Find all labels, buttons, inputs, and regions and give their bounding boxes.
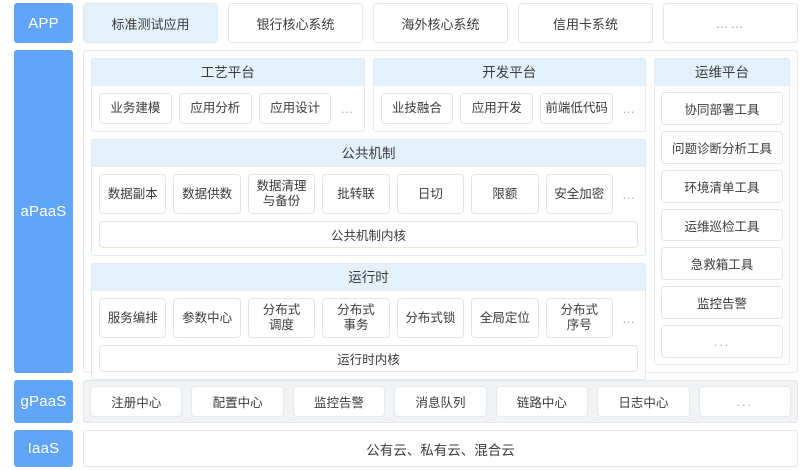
panel-title-dev-platform: 开发平台 (373, 59, 645, 86)
chip-day-cutover[interactable]: 日切 (396, 174, 465, 214)
chip-data-supply[interactable]: 数据供数 (173, 174, 241, 214)
panel-process-platform: 工艺平台 业务建模 应用分析 应用设计 … (91, 58, 365, 132)
chip-first-aid-kit-tool[interactable]: 急救箱工具 (661, 247, 783, 281)
chip-row-process-platform: 业务建模 应用分析 应用设计 … (99, 93, 357, 124)
chip-data-cleanup-backup[interactable]: 数据清理 与备份 (247, 174, 316, 214)
chip-service-orchestration[interactable]: 服务编排 (99, 298, 167, 338)
chip-ops-more[interactable]: ... (661, 325, 783, 359)
chip-global-positioning[interactable]: 全局定位 (471, 298, 539, 338)
gpaas-content-container: 注册中心 配置中心 监控告警 消息队列 链路中心 日志中心 ... (83, 380, 798, 423)
iaas-tier-row: IaaS 公有云、私有云、混合云 (14, 430, 798, 467)
panel-body-ops-platform: 协同部署工具 问题诊断分析工具 环境清单工具 运维巡检工具 急救箱工具 监控告警… (655, 86, 789, 364)
more-dots-icon-common-mechanism[interactable]: … (621, 186, 636, 202)
kernel-bar-runtime[interactable]: 运行时内核 (99, 345, 638, 372)
chip-row-dev-platform: 业技融合 应用开发 前端低代码 … (380, 93, 639, 124)
gpaas-tier-row: gPaaS 注册中心 配置中心 监控告警 消息队列 链路中心 日志中心 ... (14, 380, 798, 423)
chip-batch-transfer[interactable]: 批转联 (322, 174, 390, 214)
panel-title-runtime: 运行时 (92, 264, 645, 291)
kernel-bar-common-mechanism[interactable]: 公共机制内核 (99, 221, 638, 248)
chip-data-replica[interactable]: 数据副本 (99, 174, 167, 214)
chip-message-queue[interactable]: 消息队列 (394, 386, 487, 417)
panel-body-runtime: 服务编排 参数中心 分布式 调度 分布式 事务 分布式锁 全局定位 分布式 序号… (92, 291, 645, 379)
iaas-content-container: 公有云、私有云、混合云 (83, 430, 798, 467)
more-dots-icon-dev-platform[interactable]: … (621, 101, 636, 116)
chip-distributed-sequence[interactable]: 分布式 序号 (545, 298, 613, 338)
chip-business-modeling[interactable]: 业务建模 (99, 93, 172, 124)
apaas-main-column: 工艺平台 业务建模 应用分析 应用设计 … 开发平台 (91, 58, 646, 380)
chip-environment-inventory-tool[interactable]: 环境清单工具 (661, 169, 783, 203)
app-card-overseas-core[interactable]: 海外核心系统 (373, 3, 508, 43)
chip-application-development[interactable]: 应用开发 (460, 93, 534, 124)
chip-business-tech-integration[interactable]: 业技融合 (380, 93, 454, 124)
panel-ops-platform: 运维平台 协同部署工具 问题诊断分析工具 环境清单工具 运维巡检工具 急救箱工具… (654, 58, 790, 365)
chip-security-encryption[interactable]: 安全加密 (545, 174, 613, 214)
chip-application-analysis[interactable]: 应用分析 (178, 93, 252, 124)
chip-trace-center[interactable]: 链路中心 (495, 386, 589, 417)
chip-parameter-center[interactable]: 参数中心 (173, 298, 241, 338)
panel-dev-platform: 开发平台 业技融合 应用开发 前端低代码 … (372, 58, 646, 132)
chip-frontend-low-code[interactable]: 前端低代码 (540, 93, 613, 124)
app-card-credit-card[interactable]: 信用卡系统 (518, 3, 653, 43)
chip-registry-center[interactable]: 注册中心 (90, 386, 183, 417)
app-tier-row: APP 标准测试应用 银行核心系统 海外核心系统 信用卡系统 …… (14, 3, 798, 43)
more-dots-icon-runtime[interactable]: … (621, 310, 636, 326)
tier-label-apaas: aPaaS (14, 50, 73, 373)
chip-row-runtime: 服务编排 参数中心 分布式 调度 分布式 事务 分布式锁 全局定位 分布式 序号… (99, 298, 638, 338)
apaas-top-panels: 工艺平台 业务建模 应用分析 应用设计 … 开发平台 (91, 58, 646, 132)
tier-label-app: APP (14, 3, 73, 43)
apaas-content-container: 工艺平台 业务建模 应用分析 应用设计 … 开发平台 (83, 50, 798, 380)
app-card-standard-test[interactable]: 标准测试应用 (83, 3, 218, 43)
panel-title-process-platform: 工艺平台 (92, 59, 364, 86)
chip-collaborative-deployment-tool[interactable]: 协同部署工具 (661, 92, 783, 125)
chip-distributed-lock[interactable]: 分布式锁 (396, 298, 465, 338)
tier-label-gpaas: gPaaS (14, 380, 73, 423)
panel-runtime: 运行时 服务编排 参数中心 分布式 调度 分布式 事务 分布式锁 全局定位 分布… (91, 263, 646, 380)
tier-label-iaas: IaaS (14, 430, 73, 467)
chip-distributed-transaction[interactable]: 分布式 事务 (322, 298, 390, 338)
app-card-strip: 标准测试应用 银行核心系统 海外核心系统 信用卡系统 …… (83, 3, 798, 43)
panel-title-common-mechanism: 公共机制 (92, 140, 645, 167)
chip-distributed-scheduling[interactable]: 分布式 调度 (247, 298, 316, 338)
chip-config-center[interactable]: 配置中心 (191, 386, 284, 417)
panel-body-process-platform: 业务建模 应用分析 应用设计 … (92, 86, 364, 131)
chip-row-common-mechanism: 数据副本 数据供数 数据清理 与备份 批转联 日切 限额 安全加密 … (99, 174, 638, 214)
chip-log-center[interactable]: 日志中心 (597, 386, 690, 417)
panel-body-common-mechanism: 数据副本 数据供数 数据清理 与备份 批转联 日切 限额 安全加密 … 公共机制… (92, 167, 645, 255)
panel-title-ops-platform: 运维平台 (655, 59, 789, 86)
chip-application-design[interactable]: 应用设计 (258, 93, 332, 124)
panel-body-dev-platform: 业技融合 应用开发 前端低代码 … (374, 86, 646, 131)
chip-gpaas-more[interactable]: ... (698, 386, 791, 417)
app-card-more[interactable]: …… (663, 3, 798, 43)
chip-monitoring-alarm-gpaas[interactable]: 监控告警 (292, 386, 386, 417)
app-card-bank-core[interactable]: 银行核心系统 (228, 3, 363, 43)
panel-common-mechanism: 公共机制 数据副本 数据供数 数据清理 与备份 批转联 日切 限额 安全加密 … (91, 139, 646, 256)
chip-monitoring-alarm[interactable]: 监控告警 (661, 286, 783, 320)
chip-ops-inspection-tool[interactable]: 运维巡检工具 (661, 208, 783, 242)
more-dots-icon-process-platform[interactable]: … (340, 101, 355, 116)
apaas-tier-row: aPaaS 工艺平台 业务建模 应用分析 应用设计 … (14, 50, 798, 380)
chip-quota-limit[interactable]: 限额 (471, 174, 539, 214)
chip-problem-diagnosis-analysis-tool[interactable]: 问题诊断分析工具 (661, 130, 783, 164)
